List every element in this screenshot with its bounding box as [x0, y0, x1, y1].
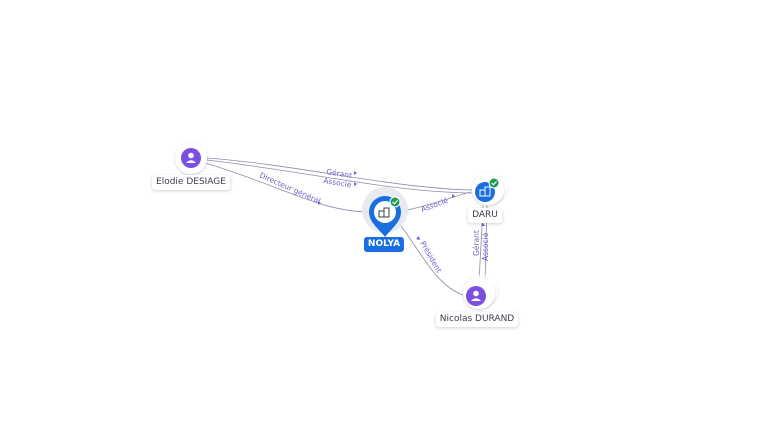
node-label-nolya[interactable]: NOLYA: [363, 237, 405, 252]
edge-label-gerant-elodie: Gérant: [326, 167, 353, 180]
edge-label-associe-nicolas: Associé: [481, 232, 490, 261]
person-icon: [471, 290, 481, 301]
edge-arrow: [354, 182, 357, 186]
person-icon: [186, 152, 196, 163]
node-daru[interactable]: [472, 171, 507, 205]
check-badge-icon: [389, 196, 401, 208]
edge-nolya-daru: [399, 191, 471, 213]
edge-arrow: [318, 201, 321, 205]
edge-arrow: [481, 223, 485, 226]
edge-label-directeur: Directeur général: [258, 171, 322, 206]
edge-nicolas-nolya: [397, 221, 464, 296]
edge-arrow: [416, 236, 420, 240]
building-icon: [479, 186, 491, 197]
edge-label-associe-nolya: Associé: [420, 196, 450, 214]
edge-elodie-daru: [206, 157, 473, 191]
edge-elodie-daru-2: [206, 159, 473, 194]
node-label-daru[interactable]: DARU: [468, 208, 502, 223]
edge-arrow: [452, 194, 455, 198]
node-label-elodie[interactable]: Elodie DESIAGE: [152, 175, 230, 190]
edge-arrow: [354, 171, 357, 175]
node-nicolas[interactable]: [463, 274, 498, 309]
edge-label-gerant-nicolas: Gérant: [472, 230, 481, 256]
edge-label-associe-elodie: Associé: [323, 176, 353, 189]
check-badge-icon: [488, 177, 500, 189]
node-label-nicolas[interactable]: Nicolas DURAND: [435, 312, 519, 327]
node-nolya[interactable]: [362, 187, 408, 237]
edge-elodie-nolya: [204, 162, 371, 213]
node-elodie[interactable]: [175, 142, 207, 174]
building-icon: [378, 207, 390, 218]
